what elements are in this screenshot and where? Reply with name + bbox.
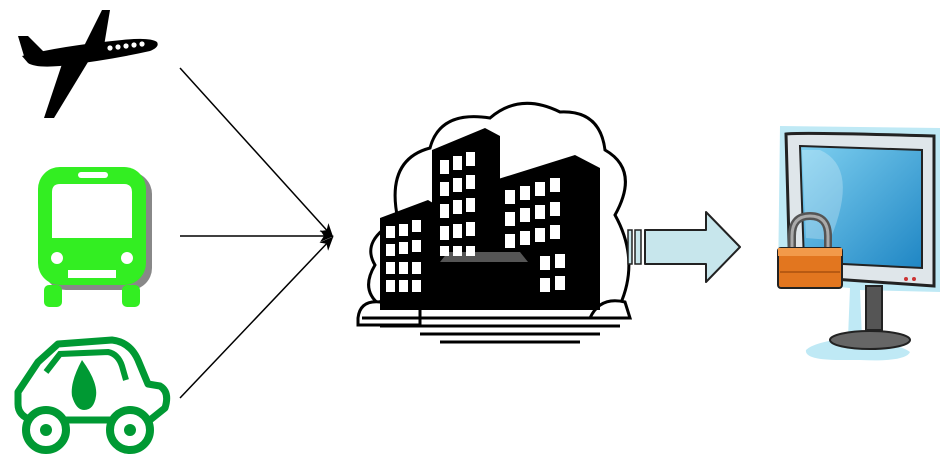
connectors: [180, 68, 332, 398]
secure-computer-icon: [778, 126, 940, 360]
connector-arrow-plane: [180, 68, 332, 236]
eco-car-icon: [18, 340, 167, 450]
airplane-icon: [18, 10, 158, 118]
bus-icon: [38, 167, 152, 307]
connector-arrow-car: [180, 238, 332, 398]
office-buildings-icon: [358, 103, 630, 342]
block-arrow-icon: [628, 212, 740, 282]
